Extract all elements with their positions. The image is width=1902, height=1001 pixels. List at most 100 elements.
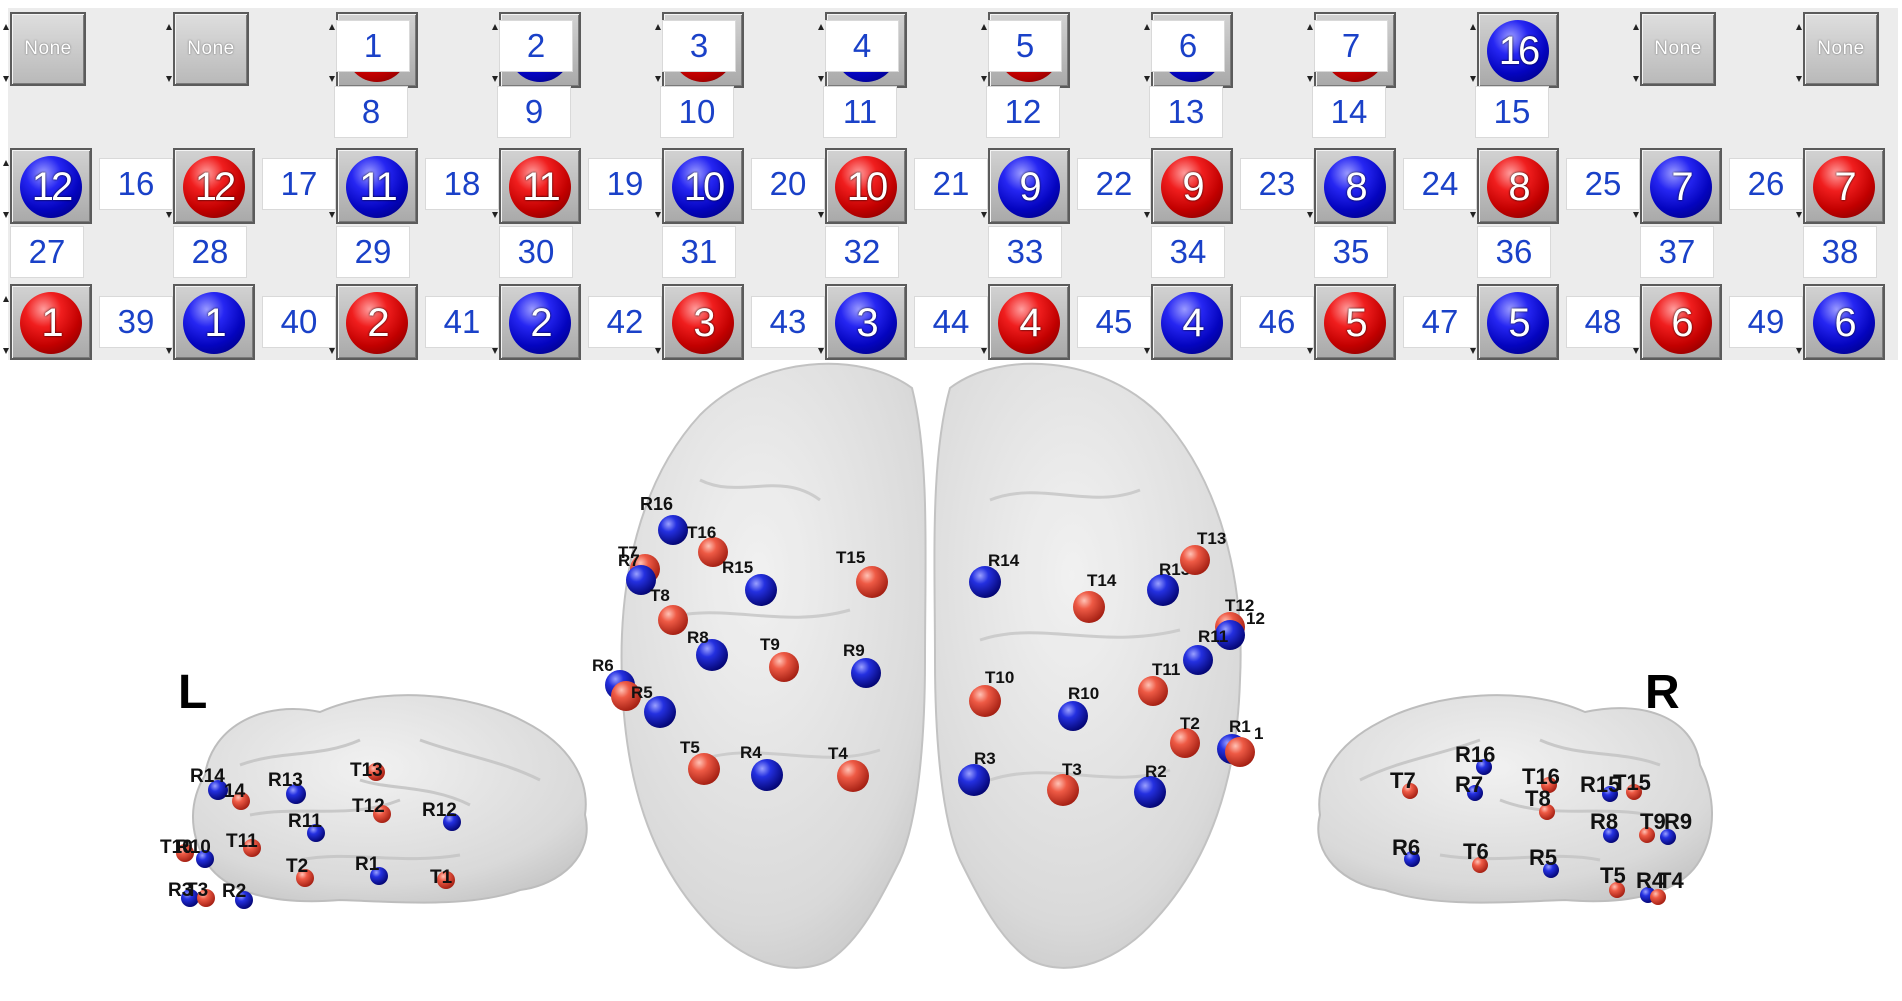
number-field[interactable]: 1 (336, 20, 410, 72)
spinner-arrows-icon[interactable] (166, 18, 174, 88)
spinner-arrows-icon[interactable] (3, 18, 11, 88)
number-field[interactable]: 14 (1312, 86, 1386, 138)
number-field[interactable]: 31 (662, 226, 736, 278)
blue-electrode-button-2[interactable]: 2 (492, 284, 581, 360)
blue-electrode-button-6[interactable]: 6 (1796, 284, 1885, 360)
number-field[interactable]: 5 (988, 20, 1062, 72)
number-field[interactable]: 48 (1566, 296, 1640, 348)
number-field[interactable]: 17 (262, 158, 336, 210)
number-field[interactable]: 35 (1314, 226, 1388, 278)
number-field[interactable]: 2 (499, 20, 573, 72)
number-field[interactable]: 25 (1566, 158, 1640, 210)
spinner-arrows-icon[interactable] (329, 18, 337, 88)
number-field[interactable]: 21 (914, 158, 988, 210)
spinner-arrows-icon[interactable] (492, 18, 500, 88)
spinner-arrows-icon[interactable] (981, 18, 989, 88)
number-field[interactable]: 34 (1151, 226, 1225, 278)
number-field[interactable]: 32 (825, 226, 899, 278)
red-ball-icon: 10 (835, 156, 897, 218)
electrode-label: R3 (974, 749, 996, 768)
number-field[interactable]: 26 (1729, 158, 1803, 210)
spinner-arrows-icon[interactable] (1470, 18, 1478, 88)
red-electrode-button-3[interactable]: 3 (655, 284, 744, 360)
spinner-arrows-icon[interactable] (1307, 18, 1315, 88)
red-electrode-button-11[interactable]: 11 (492, 148, 581, 224)
number-field[interactable]: 33 (988, 226, 1062, 278)
number-field[interactable]: 40 (262, 296, 336, 348)
spinner-arrows-icon[interactable] (1144, 18, 1152, 88)
number-field[interactable]: 39 (99, 296, 173, 348)
number-field[interactable]: 12 (986, 86, 1060, 138)
number-field[interactable]: 3 (662, 20, 736, 72)
number-field[interactable]: 43 (751, 296, 825, 348)
electrode-label: R4 (740, 743, 762, 762)
red-electrode-button-12[interactable]: 12 (166, 148, 255, 224)
blue-electrode-button-11[interactable]: 11 (329, 148, 418, 224)
blue-electrode-button-12[interactable]: 12 (3, 148, 92, 224)
spinner-arrows-icon[interactable] (1796, 18, 1804, 88)
blue-electrode-button-7[interactable]: 7 (1633, 148, 1722, 224)
number-field[interactable]: 15 (1475, 86, 1549, 138)
spinner-arrows-icon[interactable] (1633, 18, 1641, 88)
number-field[interactable]: 13 (1149, 86, 1223, 138)
red-electrode-button-8[interactable]: 8 (1470, 148, 1559, 224)
electrode-label: T3 (186, 880, 208, 901)
number-field[interactable]: 30 (499, 226, 573, 278)
red-electrode-button-2[interactable]: 2 (329, 284, 418, 360)
number-field[interactable]: 22 (1077, 158, 1151, 210)
number-field[interactable]: 18 (425, 158, 499, 210)
electrode-label: T10 (160, 837, 193, 858)
number-field[interactable]: 19 (588, 158, 662, 210)
red-electrode-button-9[interactable]: 9 (1144, 148, 1233, 224)
blue-electrode-marker (1404, 851, 1420, 867)
none-button[interactable]: None (1796, 12, 1879, 86)
number-field[interactable]: 42 (588, 296, 662, 348)
number-field[interactable]: 23 (1240, 158, 1314, 210)
number-field[interactable]: 28 (173, 226, 247, 278)
number-field[interactable]: 44 (914, 296, 988, 348)
number-field[interactable]: 29 (336, 226, 410, 278)
blue-electrode-button-8[interactable]: 8 (1307, 148, 1396, 224)
number-field[interactable]: 6 (1151, 20, 1225, 72)
spinner-arrows-icon[interactable] (818, 18, 826, 88)
blue-electrode-button-16[interactable]: 16 (1470, 12, 1559, 88)
blue-ball-icon: 4 (1161, 292, 1223, 354)
red-electrode-button-7[interactable]: 7 (1796, 148, 1885, 224)
blue-electrode-button-3[interactable]: 3 (818, 284, 907, 360)
number-field[interactable]: 9 (497, 86, 571, 138)
number-field[interactable]: 47 (1403, 296, 1477, 348)
spinner-arrows-icon[interactable] (655, 18, 663, 88)
number-field[interactable]: 38 (1803, 226, 1877, 278)
blue-electrode-button-4[interactable]: 4 (1144, 284, 1233, 360)
spinner-arrows-icon[interactable] (3, 154, 11, 224)
blue-electrode-button-5[interactable]: 5 (1470, 284, 1559, 360)
number-field[interactable]: 41 (425, 296, 499, 348)
blue-electrode-button-10[interactable]: 10 (655, 148, 744, 224)
number-field[interactable]: 16 (99, 158, 173, 210)
number-field[interactable]: 8 (334, 86, 408, 138)
number-field[interactable]: 27 (10, 226, 84, 278)
none-button[interactable]: None (1633, 12, 1716, 86)
number-field[interactable]: 10 (660, 86, 734, 138)
red-electrode-button-1[interactable]: 1 (3, 284, 92, 360)
number-field[interactable]: 24 (1403, 158, 1477, 210)
blue-electrode-button-9[interactable]: 9 (981, 148, 1070, 224)
red-electrode-button-6[interactable]: 6 (1633, 284, 1722, 360)
number-field[interactable]: 46 (1240, 296, 1314, 348)
number-field[interactable]: 4 (825, 20, 899, 72)
none-button[interactable]: None (3, 12, 86, 86)
red-electrode-button-10[interactable]: 10 (818, 148, 907, 224)
number-field[interactable]: 37 (1640, 226, 1714, 278)
number-field[interactable]: 11 (823, 86, 897, 138)
blue-electrode-button-1[interactable]: 1 (166, 284, 255, 360)
number-field[interactable]: 7 (1314, 20, 1388, 72)
spinner-arrows-icon[interactable] (3, 290, 11, 360)
number-field[interactable]: 36 (1477, 226, 1551, 278)
number-field[interactable]: 45 (1077, 296, 1151, 348)
red-electrode-button-4[interactable]: 4 (981, 284, 1070, 360)
none-button[interactable]: None (166, 12, 249, 86)
red-electrode-button-5[interactable]: 5 (1307, 284, 1396, 360)
number-field[interactable]: 49 (1729, 296, 1803, 348)
number-field[interactable]: 20 (751, 158, 825, 210)
red-electrode-marker (1170, 728, 1200, 758)
